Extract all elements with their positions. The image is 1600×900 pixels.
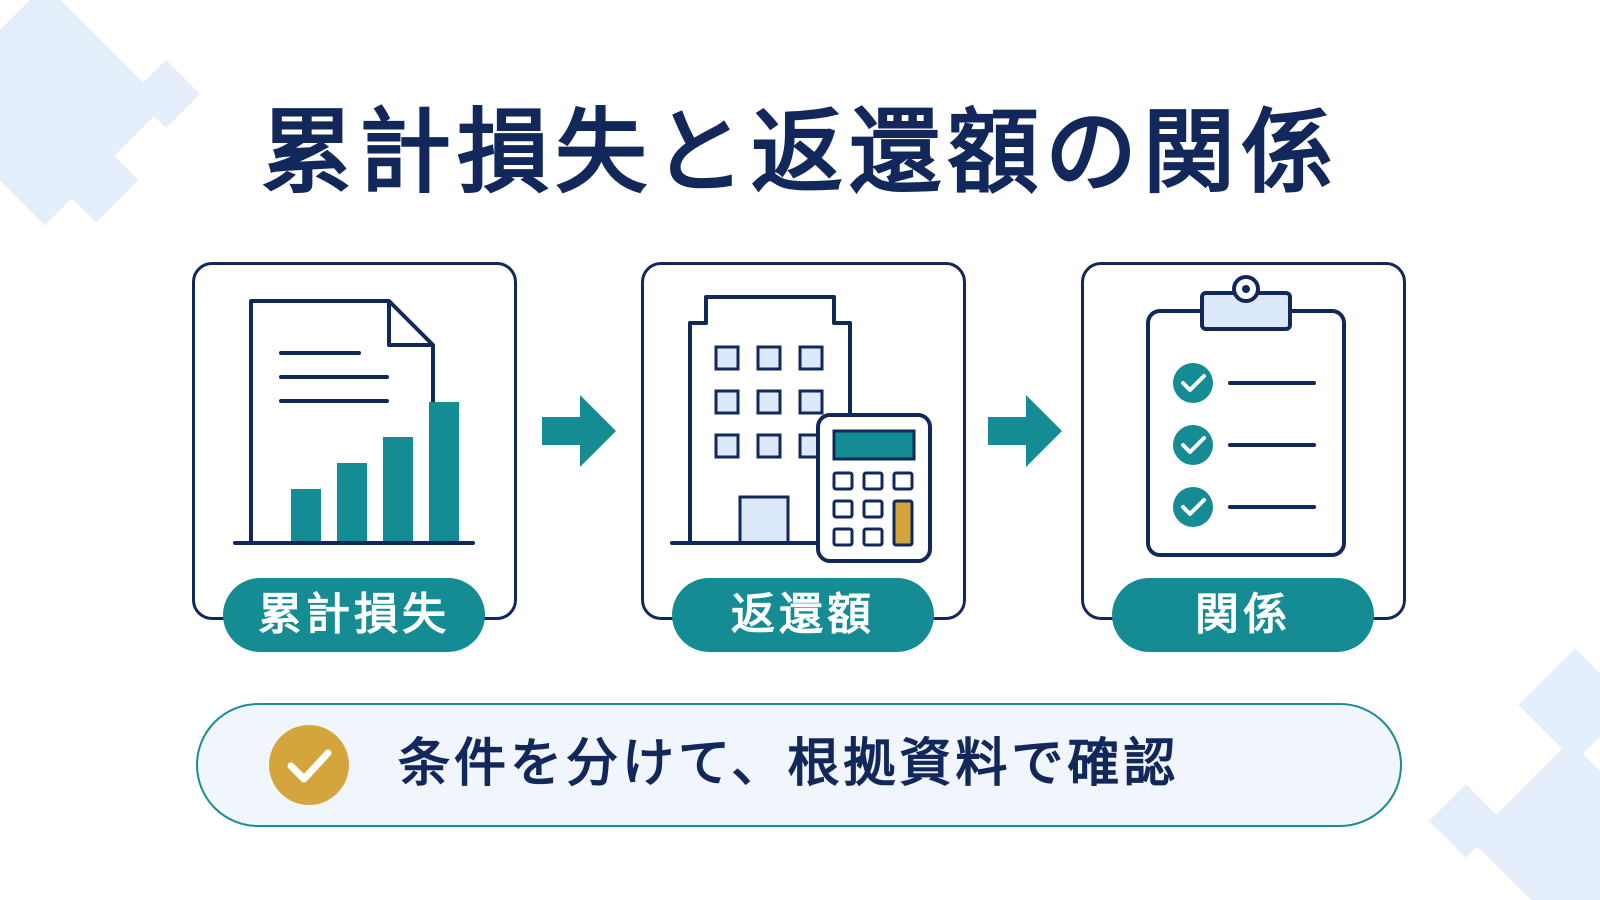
step-card-relationship: [1081, 262, 1406, 620]
page-title: 累計損失と返還額の関係: [260, 99, 1339, 206]
step-card-cumulative-loss: [192, 262, 517, 620]
step-label-relationship: 関係: [1112, 578, 1374, 652]
building-calculator-icon: [670, 295, 932, 563]
clipboard-checklist-icon: [1146, 275, 1346, 557]
step-label-refund-amount: 返還額: [672, 578, 934, 652]
arrow-right-icon: [542, 395, 616, 467]
decor-diamond-bottom-right-mid: [1518, 648, 1600, 762]
note-text: 条件を分けて、根拠資料で確認: [398, 734, 1180, 794]
check-circle-icon: [269, 725, 349, 805]
step-label-cumulative-loss: 累計損失: [223, 578, 485, 652]
step-card-refund-amount: [641, 262, 966, 620]
note-banner: 条件を分けて、根拠資料で確認: [196, 703, 1402, 827]
document-bar-chart-icon: [233, 299, 475, 545]
arrow-right-icon: [988, 395, 1062, 467]
